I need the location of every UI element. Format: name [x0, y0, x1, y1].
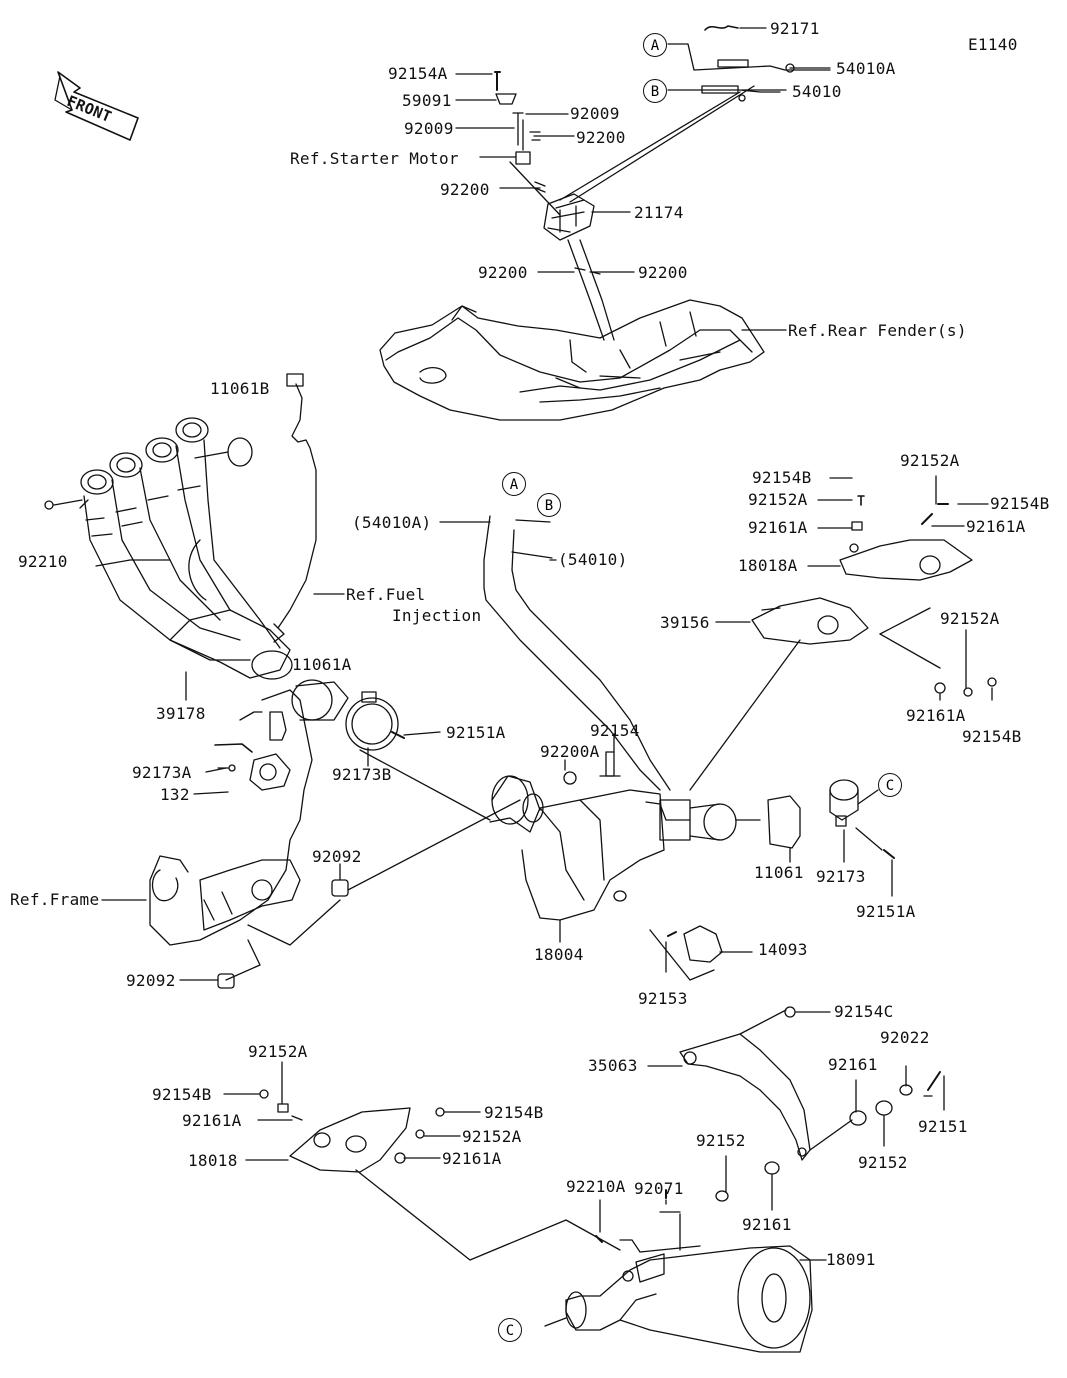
part-label: 39156	[660, 613, 710, 632]
part-label: 92173	[816, 867, 866, 886]
part-label: 92154B	[752, 468, 812, 487]
part-label: 92154B	[990, 494, 1050, 513]
reference-label: Ref.Fuel	[346, 585, 426, 604]
part-label: 92152A	[940, 609, 1000, 628]
part-label: 92161	[828, 1055, 878, 1074]
part-label: 92152A	[248, 1042, 308, 1061]
muffler-18091-drawing	[565, 1245, 813, 1353]
part-label: 92154B	[484, 1103, 544, 1122]
part-label: 92200	[576, 128, 626, 147]
rear-fender-drawing	[379, 299, 765, 421]
part-label: 92152A	[748, 490, 808, 509]
part-label: 92092	[126, 971, 176, 990]
part-label: 92153	[638, 989, 688, 1008]
part-label: 14093	[758, 940, 808, 959]
callout-c-bottom: C	[498, 1318, 522, 1342]
part-label: 18004	[534, 945, 584, 964]
chamber-18004-drawing	[489, 775, 761, 921]
part-label: 18018A	[738, 556, 798, 575]
part-label: 92071	[634, 1179, 684, 1198]
part-label: 59091	[402, 91, 452, 110]
part-label: 92161A	[966, 517, 1026, 536]
part-label: 92152A	[462, 1127, 522, 1146]
part-label: 18091	[826, 1250, 876, 1269]
part-label: 92022	[880, 1028, 930, 1047]
part-label: 92152	[858, 1153, 908, 1172]
part-label: 92173B	[332, 765, 392, 784]
part-label: 92152	[696, 1131, 746, 1150]
part-label: 92173A	[132, 763, 192, 782]
part-label: (54010A)	[352, 513, 432, 532]
part-label: 92161	[742, 1215, 792, 1234]
part-label: 132	[160, 785, 190, 804]
part-label: 92154C	[834, 1002, 894, 1021]
part-label: 92200A	[540, 742, 600, 761]
part-label: 11061A	[292, 655, 352, 674]
part-label: 92151A	[446, 723, 506, 742]
part-label: 92154B	[962, 727, 1022, 746]
part-label: 54010A	[836, 59, 896, 78]
part-label: 92200	[440, 180, 490, 199]
part-label: 92161A	[906, 706, 966, 725]
diagram-code: E1140	[968, 35, 1018, 54]
frame-bracket-drawing	[149, 689, 313, 946]
part-label: 92154A	[388, 64, 448, 83]
part-label: 54010	[792, 82, 842, 101]
part-label: 92154B	[152, 1085, 212, 1104]
part-label: 92009	[570, 104, 620, 123]
part-label: 92171	[770, 19, 820, 38]
part-label: 92200	[638, 263, 688, 282]
part-label: 21174	[634, 203, 684, 222]
part-label: 92210A	[566, 1177, 626, 1196]
part-label: 18018	[188, 1151, 238, 1170]
part-label: 92161A	[748, 518, 808, 537]
part-label: 11061B	[210, 379, 270, 398]
part-label: 92154	[590, 721, 640, 740]
front-arrow-icon	[54, 71, 139, 141]
part-label: 92161A	[182, 1111, 242, 1130]
callout-b-mid: B	[537, 493, 561, 517]
part-label: 92210	[18, 552, 68, 571]
reference-label: Injection	[392, 606, 482, 625]
part-label: 92152A	[900, 451, 960, 470]
reference-label: Ref.Starter Motor	[290, 149, 459, 168]
part-label: 92151A	[856, 902, 916, 921]
part-label: 35063	[588, 1056, 638, 1075]
part-label: (54010)	[558, 550, 628, 569]
callout-b-top: B	[643, 79, 667, 103]
reference-label: Ref.Frame	[10, 890, 100, 909]
part-label: 92092	[312, 847, 362, 866]
callout-a-mid: A	[502, 472, 526, 496]
part-label: 11061	[754, 863, 804, 882]
callout-a-top: A	[643, 33, 667, 57]
reference-label: Ref.Rear Fender(s)	[788, 321, 967, 340]
part-label: 39178	[156, 704, 206, 723]
part-label: 92161A	[442, 1149, 502, 1168]
callout-c-mid: C	[878, 773, 902, 797]
exhaust-header-drawing	[80, 417, 293, 680]
part-label: 92009	[404, 119, 454, 138]
part-label: 92151	[918, 1117, 968, 1136]
muffler-bracket-drawing	[679, 1009, 811, 1161]
part-label: 92200	[478, 263, 528, 282]
